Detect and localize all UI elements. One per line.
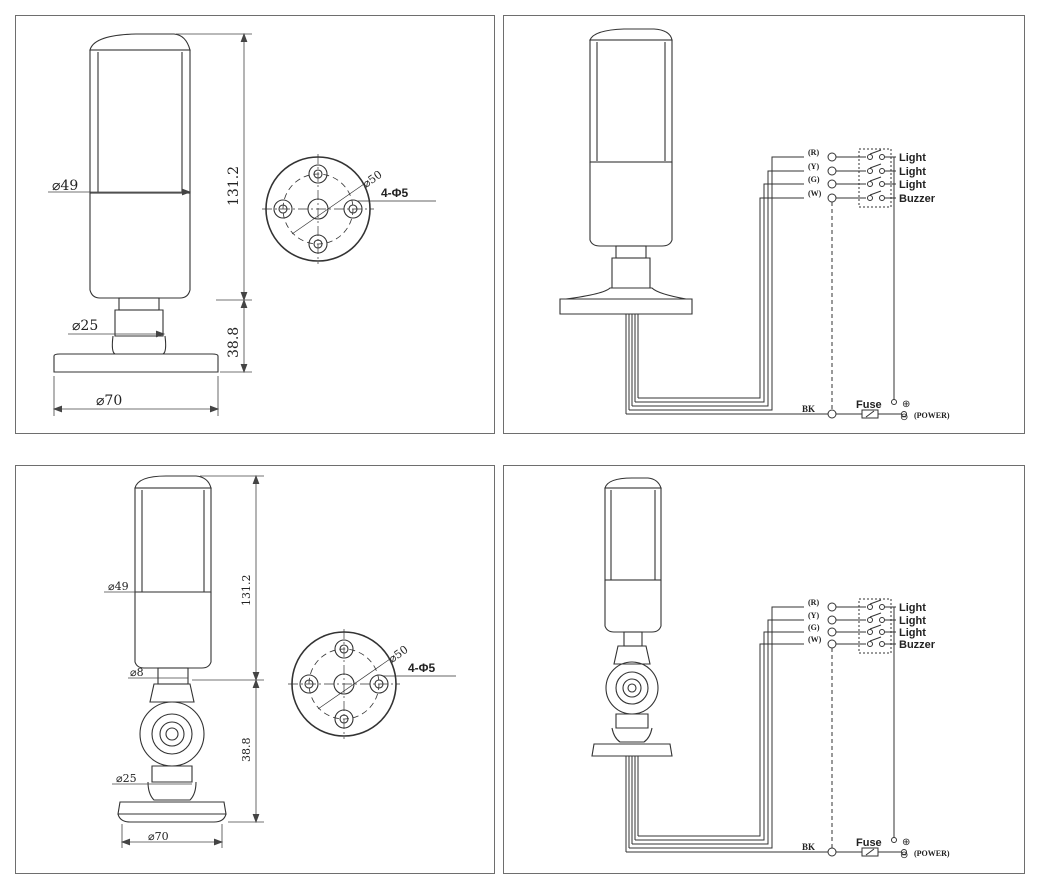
output-label: Light [899, 602, 926, 614]
lamp-body [604, 580, 662, 633]
dim-body-diameter: ⌀49 [52, 178, 78, 194]
dim-holes: 4-Φ5 [408, 661, 436, 675]
dim-holes: 4-Φ5 [381, 186, 409, 200]
dim-base-diameter: ⌀70 [96, 393, 122, 409]
output-label: Light [899, 152, 926, 164]
output-label: Buzzer [899, 639, 936, 651]
dim-small-diameter: ⌀8 [130, 666, 144, 679]
lamp-body [89, 193, 191, 299]
wiring-diagram-svg: (R) (Y) (G) (W) Light Light Light Buzzer… [591, 477, 950, 861]
bk-label: BK [802, 404, 815, 414]
power-label: (POWER) [914, 411, 950, 420]
dimension-drawing-svg: 131.2 38.8 ⌀49 ⌀25 ⌀70 ⌀50 4-Φ5 [48, 32, 436, 416]
dimension-drawing-straight-mount: 131.2 38.8 ⌀49 ⌀25 ⌀70 ⌀50 4-Φ5 [15, 15, 495, 434]
wiring-diagram-swivel-mount: (R) (Y) (G) (W) Light Light Light Buzzer… [503, 465, 1025, 874]
fuse-label: Fuse [856, 837, 882, 849]
lamp-body [134, 592, 212, 669]
wiring-diagram-straight-mount: (R) (Y) (G) (W) Light Light Light Buzzer… [503, 15, 1025, 434]
wiring-diagram-svg: (R) (Y) (G) (W) Light Light Light Buzzer… [559, 28, 950, 423]
wire-red-label: (R) [808, 598, 819, 607]
output-label: Light [899, 615, 926, 627]
dim-height-upper: 131.2 [240, 575, 253, 607]
dimension-drawing-swivel-mount: 131.2 38.8 ⌀49 ⌀8 ⌀25 ⌀70 ⌀50 4-Φ5 [15, 465, 495, 874]
wire-yellow-label: (Y) [808, 611, 819, 620]
dim-height-lower: 38.8 [226, 327, 242, 358]
lamp-lens [604, 487, 662, 581]
dim-height-lower: 38.8 [240, 738, 253, 763]
output-label: Light [899, 627, 926, 639]
lamp-neck [114, 309, 164, 337]
dim-height-upper: 131.2 [226, 166, 242, 206]
power-label: (POWER) [914, 849, 950, 858]
swivel-joint [605, 661, 659, 715]
wire-green-label: (G) [808, 175, 820, 184]
output-label: Buzzer [899, 193, 936, 205]
lamp-lens [89, 49, 191, 194]
dim-body-diameter: ⌀49 [108, 580, 129, 593]
relay-box [858, 598, 892, 654]
swivel-joint [139, 701, 205, 767]
plus-symbol: ⊕ [902, 837, 910, 848]
wire-red-label: (R) [808, 148, 819, 157]
lamp-lens [134, 487, 212, 593]
lamp-neck [611, 257, 651, 289]
lamp-base [53, 353, 219, 373]
wire-yellow-label: (Y) [808, 162, 819, 171]
dim-neck-diameter: ⌀25 [116, 772, 137, 785]
lamp-cap [589, 28, 673, 41]
dimension-drawing-svg: 131.2 38.8 ⌀49 ⌀8 ⌀25 ⌀70 ⌀50 4-Φ5 [104, 474, 456, 848]
wire-green-label: (G) [808, 623, 820, 632]
fuse-label: Fuse [856, 399, 882, 411]
lamp-cap [89, 33, 191, 51]
lamp-base [591, 743, 673, 757]
dim-base-diameter: ⌀70 [148, 830, 169, 843]
wire-white-label: (W) [808, 635, 822, 644]
dim-pcd: ⌀50 [386, 643, 410, 665]
relay-box [858, 148, 892, 208]
dim-neck-diameter: ⌀25 [72, 318, 98, 334]
lamp-neck [157, 667, 189, 685]
output-label: Light [899, 166, 926, 178]
minus-symbol: ⊖ [900, 412, 908, 423]
lamp-neck-collar [118, 297, 160, 311]
plus-symbol: ⊕ [902, 399, 910, 410]
flange-top-view [288, 629, 456, 739]
flange-top-view [262, 154, 436, 264]
minus-symbol: ⊖ [900, 850, 908, 861]
lamp-lens [589, 39, 673, 163]
output-label: Light [899, 179, 926, 191]
lamp-cap [134, 475, 212, 489]
wire-white-label: (W) [808, 189, 822, 198]
lamp-body [589, 162, 673, 247]
lamp-cap [604, 477, 662, 489]
lamp-base [117, 801, 227, 815]
lamp-base [559, 298, 693, 315]
bk-label: BK [802, 842, 815, 852]
